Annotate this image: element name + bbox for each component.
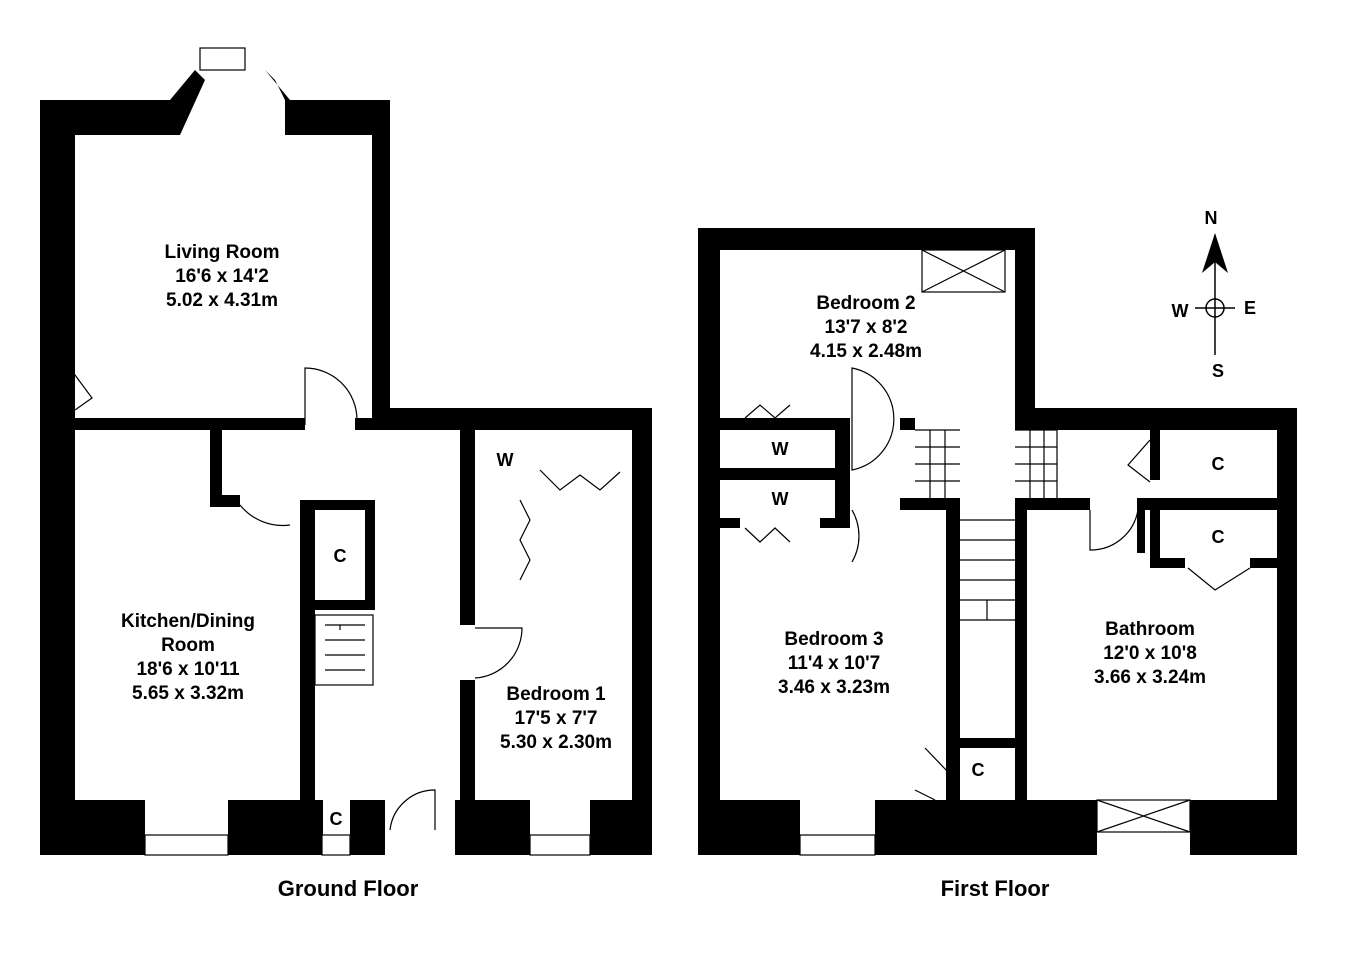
- first-floor-doors-stairs: [744, 367, 1251, 801]
- compass-icon: N S E W: [1172, 208, 1257, 381]
- living-room-imperial: 16'6 x 14'2: [175, 266, 269, 287]
- cupboard-label: C: [330, 809, 343, 829]
- bedroom1-metric: 5.30 x 2.30m: [500, 732, 612, 753]
- bedroom3-name: Bedroom 3: [784, 629, 883, 650]
- first-floor-plan: Bedroom 2 13'7 x 8'2 4.15 x 2.48m Bedroo…: [698, 228, 1297, 901]
- wardrobe-label: W: [772, 489, 789, 509]
- first-floor-windows: [799, 249, 1191, 856]
- bathroom-metric: 3.66 x 3.24m: [1094, 667, 1206, 688]
- wardrobe-label: W: [497, 450, 514, 470]
- ground-floor-title: Ground Floor: [278, 876, 419, 901]
- kitchen-imperial: 18'6 x 10'11: [136, 659, 240, 680]
- bedroom1-name: Bedroom 1: [506, 684, 606, 705]
- compass-west: W: [1172, 301, 1189, 321]
- cupboard-label: C: [54, 384, 67, 404]
- compass-east: E: [1244, 298, 1256, 318]
- cupboard-label: C: [1212, 454, 1225, 474]
- bathroom-imperial: 12'0 x 10'8: [1103, 643, 1197, 664]
- cupboard-label: C: [334, 546, 347, 566]
- bedroom3-imperial: 11'4 x 10'7: [788, 653, 881, 674]
- bedroom2-metric: 4.15 x 2.48m: [810, 341, 922, 362]
- first-floor-walls: [698, 228, 1297, 855]
- kitchen-name: Kitchen/Dining: [121, 611, 255, 632]
- cupboard-label: C: [1212, 527, 1225, 547]
- bedroom3-metric: 3.46 x 3.23m: [778, 677, 890, 698]
- cupboard-label: C: [924, 809, 937, 829]
- ground-floor-windows: [144, 47, 591, 856]
- ground-floor-doors: [50, 367, 621, 831]
- cupboard-label: C: [972, 760, 985, 780]
- bedroom2-imperial: 13'7 x 8'2: [825, 317, 908, 338]
- living-room-name: Living Room: [164, 242, 279, 263]
- ground-floor-plan: Living Room 16'6 x 14'2 5.02 x 4.31m Kit…: [40, 47, 652, 901]
- kitchen-name-line2: Room: [161, 635, 215, 656]
- first-floor-title: First Floor: [941, 876, 1050, 901]
- compass-north: N: [1205, 208, 1218, 228]
- bedroom2-name: Bedroom 2: [816, 293, 915, 314]
- kitchen-metric: 5.65 x 3.32m: [132, 683, 244, 704]
- ground-floor-walls: [40, 70, 652, 855]
- wardrobe-label: W: [772, 439, 789, 459]
- compass-south: S: [1212, 361, 1224, 381]
- bedroom1-imperial: 17'5 x 7'7: [515, 708, 598, 729]
- living-room-metric: 5.02 x 4.31m: [166, 290, 278, 311]
- bathroom-name: Bathroom: [1105, 619, 1195, 640]
